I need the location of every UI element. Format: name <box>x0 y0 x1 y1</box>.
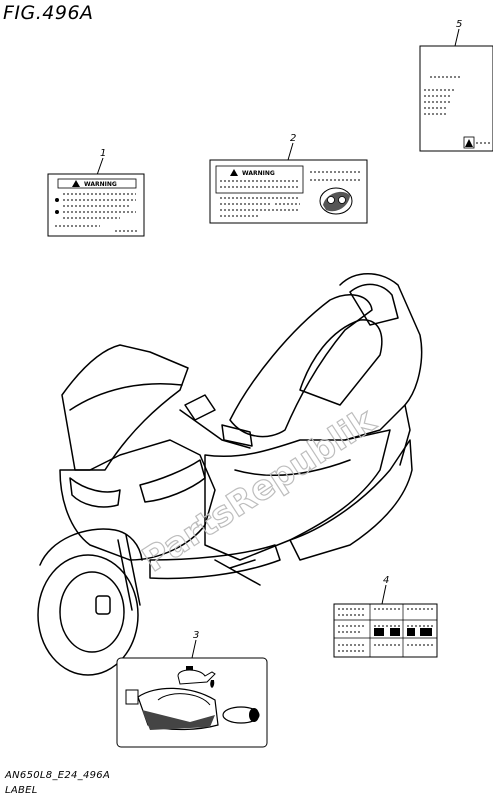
label-5: 5 <box>419 19 493 152</box>
windshield <box>61 344 189 471</box>
mirror <box>184 394 216 421</box>
headlight-right <box>139 459 206 503</box>
windshield-edge <box>69 382 183 411</box>
tail-section <box>339 273 423 441</box>
front-fairing <box>59 439 216 561</box>
label-2: 2 WARNING <box>209 133 368 224</box>
label-1: 1 WARNING <box>47 148 145 237</box>
watermark-text: PartsRepublik <box>136 400 384 580</box>
floorboard <box>149 544 281 580</box>
label-2-heading: WARNING <box>242 170 275 177</box>
label-3: 3 <box>116 630 268 748</box>
handlebar <box>179 409 251 449</box>
callout-1: 1 <box>100 148 106 159</box>
callout-2: 2 <box>290 133 296 144</box>
headlight-left <box>69 477 121 508</box>
figure-code: AN650L8_E24_496A <box>5 770 111 781</box>
label-1-heading: WARNING <box>84 181 117 188</box>
seat-back <box>299 319 383 406</box>
rear-body <box>289 439 413 561</box>
side-panel-line <box>234 459 351 476</box>
front-wheel-rim <box>59 571 125 653</box>
tail-cowl <box>349 283 399 326</box>
brake-caliper <box>95 595 111 615</box>
kickstand <box>214 559 261 586</box>
body-panel <box>204 429 391 561</box>
scooter-illustration <box>37 273 423 676</box>
callout-5: 5 <box>456 19 462 30</box>
figure-caption: LABEL <box>5 785 38 796</box>
front-wheel <box>37 554 139 676</box>
front-fender <box>39 528 143 566</box>
rear-line <box>399 404 411 466</box>
callout-3: 3 <box>193 630 199 641</box>
seat <box>229 294 373 438</box>
front-fork <box>117 534 141 611</box>
figure-title: FIG.496A <box>3 2 94 24</box>
label-4: 4 <box>333 575 438 658</box>
callout-4: 4 <box>383 575 389 586</box>
